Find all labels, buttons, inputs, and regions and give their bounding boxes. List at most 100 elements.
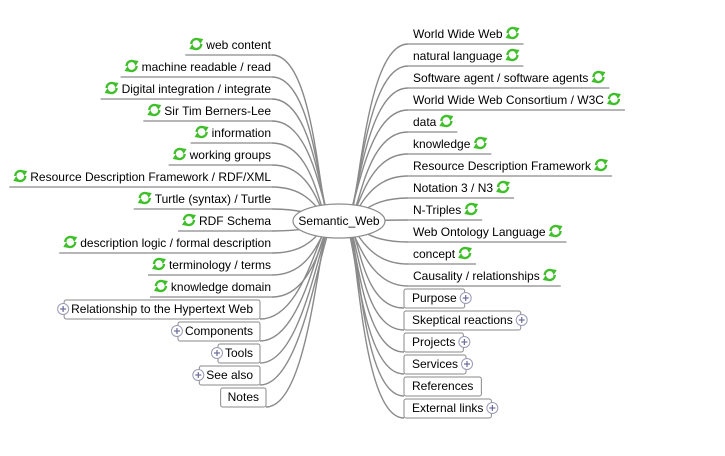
arrow-head-icon <box>151 264 158 270</box>
left-node-relationship-to-the-hypertext-web-label: Relationship to the Hypertext Web <box>71 302 253 316</box>
left-node-rdf-schema-label: RDF Schema <box>199 214 271 228</box>
link-icon[interactable] <box>194 125 209 139</box>
right-node-world-wide-web-consortium-w3c-label: World Wide Web Consortium / W3C <box>413 93 604 107</box>
right-node-software-agent-software-agents[interactable]: Software agent / software agents <box>408 70 610 89</box>
left-node-description-logic-formal-description[interactable]: description logic / formal description <box>59 235 272 254</box>
link-icon[interactable] <box>464 202 479 216</box>
arrow-head-icon <box>504 181 511 187</box>
left-node-machine-readable-read[interactable]: machine readable / read <box>120 59 272 78</box>
arrow-head-icon <box>189 214 196 220</box>
left-node-rdf-schema[interactable]: RDF Schema <box>177 213 272 232</box>
link-icon[interactable] <box>591 70 606 84</box>
right-node-concept[interactable]: concept <box>408 246 477 265</box>
arrow-head-icon <box>172 154 179 160</box>
link-icon[interactable] <box>172 147 187 161</box>
left-node-information-label: information <box>212 126 271 140</box>
left-node-tools-label: Tools <box>225 346 253 360</box>
arrow-head-icon <box>13 176 20 182</box>
expand-icon[interactable] <box>486 402 499 414</box>
left-node-digital-integration-integrate[interactable]: Digital integration / integrate <box>100 81 272 100</box>
left-node-knowledge-domain[interactable]: knowledge domain <box>149 279 272 298</box>
link-icon[interactable] <box>181 213 196 227</box>
link-icon[interactable] <box>153 279 168 293</box>
left-node-turtle-syntax-turtle[interactable]: Turtle (syntax) / Turtle <box>133 191 272 210</box>
expand-icon[interactable] <box>459 292 472 304</box>
left-node-see-also[interactable]: See also <box>192 365 261 386</box>
arrow-head-icon <box>161 280 168 286</box>
right-node-resource-description-framework[interactable]: Resource Description Framework <box>408 158 613 177</box>
link-icon[interactable] <box>137 191 152 205</box>
link-icon[interactable] <box>439 114 454 128</box>
left-node-relationship-to-the-hypertext-web[interactable]: Relationship to the Hypertext Web <box>57 299 261 320</box>
link-icon[interactable] <box>594 158 609 172</box>
expand-icon[interactable] <box>515 314 528 326</box>
arrow-head-icon <box>591 77 598 83</box>
arrow-head-icon <box>464 209 471 215</box>
right-node-references[interactable]: References <box>403 376 482 397</box>
right-node-world-wide-web[interactable]: World Wide Web <box>408 26 524 45</box>
left-node-information[interactable]: information <box>190 125 272 144</box>
left-node-notes[interactable]: Notes <box>220 387 267 408</box>
left-node-terminology-terms-label: terminology / terms <box>169 258 271 272</box>
link-icon[interactable] <box>473 136 488 150</box>
right-node-projects[interactable]: Projects <box>403 332 471 353</box>
expand-icon[interactable] <box>458 336 471 348</box>
right-node-web-ontology-language[interactable]: Web Ontology Language <box>408 224 567 243</box>
right-node-world-wide-web-consortium-w3c[interactable]: World Wide Web Consortium / W3C <box>408 92 625 111</box>
link-icon[interactable] <box>63 235 78 249</box>
central-topic[interactable]: Semantic_Web <box>292 203 386 239</box>
arrow-head-icon <box>599 71 606 77</box>
link-icon[interactable] <box>606 92 621 106</box>
left-node-components[interactable]: Components <box>170 321 261 342</box>
left-node-see-also-label: See also <box>206 368 253 382</box>
arrow-head-icon <box>132 60 139 66</box>
expand-icon[interactable] <box>210 347 223 359</box>
left-node-terminology-terms[interactable]: terminology / terms <box>147 257 272 276</box>
link-icon[interactable] <box>458 246 473 260</box>
node-box <box>220 387 267 408</box>
left-node-sir-tim-berners-lee[interactable]: Sir Tim Berners-Lee <box>143 103 272 122</box>
link-icon[interactable] <box>505 26 520 40</box>
left-node-digital-integration-integrate-label: Digital integration / integrate <box>122 82 272 96</box>
right-node-natural-language[interactable]: natural language <box>408 48 524 67</box>
expand-icon[interactable] <box>57 303 70 315</box>
expand-icon[interactable] <box>192 369 205 381</box>
left-node-resource-description-framework-rdf-xml[interactable]: Resource Description Framework / RDF/XML <box>9 169 272 188</box>
arrow-head-icon <box>21 170 28 176</box>
right-node-external-links[interactable]: External links <box>403 398 499 419</box>
expand-icon[interactable] <box>170 325 183 337</box>
arrow-head-icon <box>556 225 563 231</box>
right-node-causality-relationships[interactable]: Causality / relationships <box>408 268 561 287</box>
link-icon[interactable] <box>496 180 511 194</box>
left-node-working-groups[interactable]: working groups <box>168 147 272 166</box>
right-node-n-triples[interactable]: N-Triples <box>408 202 483 221</box>
link-icon[interactable] <box>147 103 162 117</box>
link-icon[interactable] <box>505 48 520 62</box>
link-icon[interactable] <box>13 169 28 183</box>
arrow-head-icon <box>466 247 473 253</box>
right-node-knowledge[interactable]: knowledge <box>408 136 492 155</box>
left-node-web-content[interactable]: web content <box>185 37 272 56</box>
left-node-sir-tim-berners-lee-label: Sir Tim Berners-Lee <box>164 104 271 118</box>
arrow-head-icon <box>602 159 609 165</box>
link-icon[interactable] <box>548 224 563 238</box>
arrow-head-icon <box>147 110 154 116</box>
link-icon[interactable] <box>151 257 166 271</box>
right-node-purpose[interactable]: Purpose <box>403 288 472 309</box>
right-node-notation-3-n3-label: Notation 3 / N3 <box>413 181 493 195</box>
arrow-head-icon <box>458 253 465 259</box>
arrow-head-icon <box>159 258 166 264</box>
right-node-services[interactable]: Services <box>403 354 474 375</box>
expand-icon[interactable] <box>461 358 474 370</box>
left-node-tools[interactable]: Tools <box>210 343 261 364</box>
right-node-notation-3-n3[interactable]: Notation 3 / N3 <box>408 180 515 199</box>
arrow-head-icon <box>202 126 209 132</box>
link-icon[interactable] <box>189 37 204 51</box>
link-icon[interactable] <box>124 59 139 73</box>
right-node-skeptical-reactions[interactable]: Skeptical reactions <box>403 310 528 331</box>
link-icon[interactable] <box>542 268 557 282</box>
arrow-head-icon <box>505 33 512 39</box>
central-topic-label: Semantic_Web <box>298 214 379 228</box>
right-node-data[interactable]: data <box>408 114 458 133</box>
link-icon[interactable] <box>104 81 119 95</box>
